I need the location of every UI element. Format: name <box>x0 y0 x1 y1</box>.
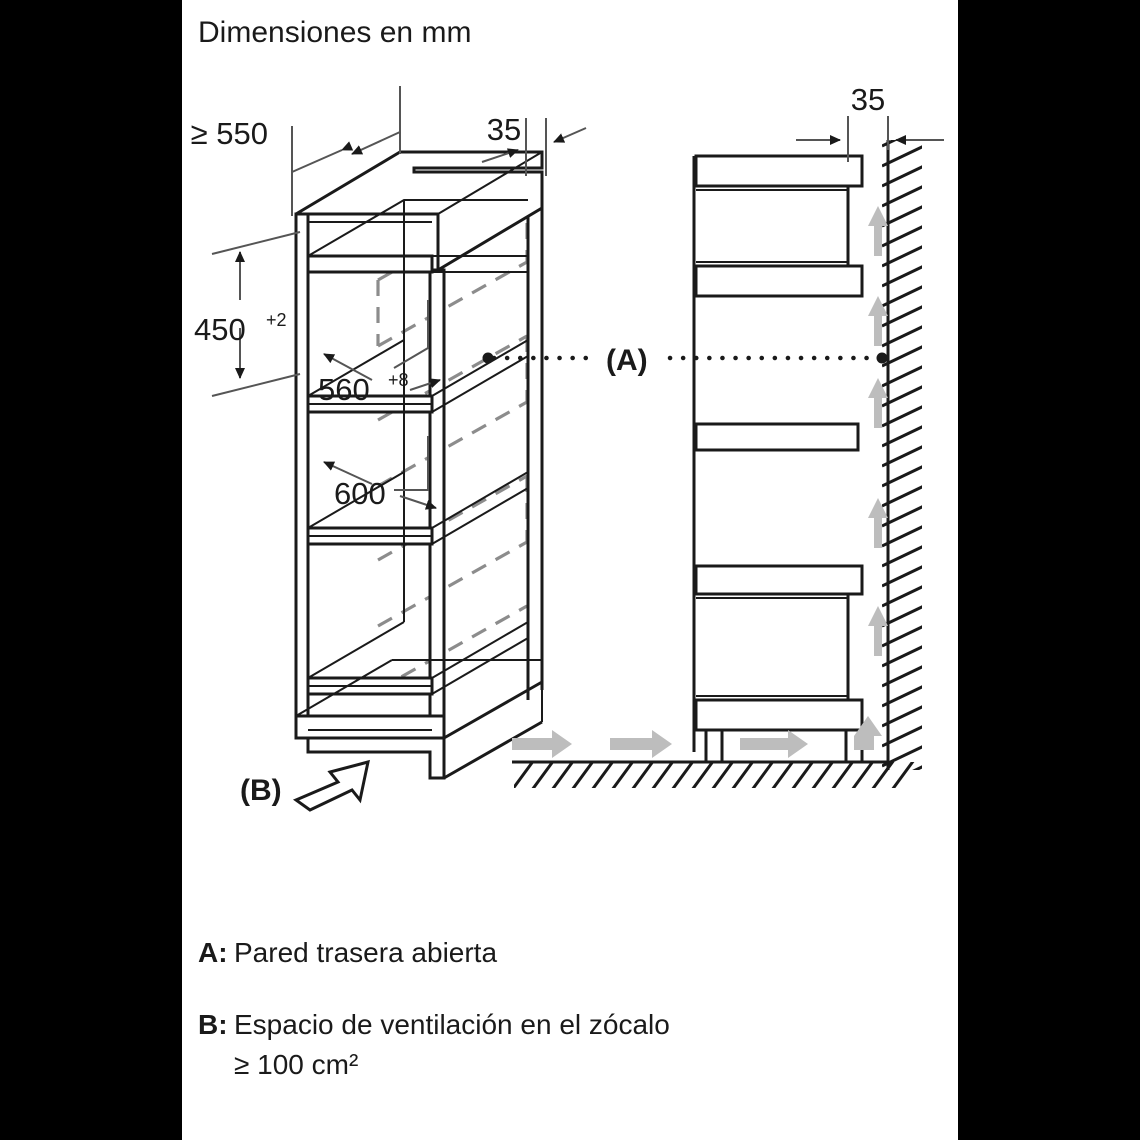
wall-hatching <box>882 140 922 770</box>
dimension-niche-width-560: 560 +8 <box>318 300 441 407</box>
drawing-sheet: Dimensiones en mm <box>182 0 958 1140</box>
airflow-arrow-up-icon <box>868 606 888 656</box>
airflow-arrows-vertical <box>868 206 888 656</box>
airflow-arrow-right-icon <box>512 730 572 758</box>
cross-section-middle-shelf <box>694 422 860 452</box>
cabinet-left-side-panel <box>294 212 310 718</box>
floor <box>512 760 915 788</box>
legend-b-key: B: <box>198 1009 228 1040</box>
legend-item-b: B: Espacio de ventilación en el zócalo ≥… <box>198 1009 670 1080</box>
airflow-arrow-up-icon <box>868 206 888 256</box>
callout-a-dot-left <box>482 352 494 364</box>
isometric-cabinet-view: ≥ 550 35 450 +2 <box>191 86 587 812</box>
dimension-top-gap-35: 35 <box>481 112 587 176</box>
legend-b-text: Espacio de ventilación en el zócalo <box>234 1009 670 1040</box>
dimension-560-tolerance: +8 <box>388 370 409 390</box>
airflow-arrows-horizontal <box>512 730 808 758</box>
dimension-35-top-label: 35 <box>487 112 521 147</box>
airflow-arrow-right-icon <box>740 730 808 758</box>
dimension-600-label: 600 <box>334 476 386 511</box>
floor-hatching <box>514 762 915 788</box>
dimension-depth-550: ≥ 550 <box>191 86 401 216</box>
dimension-35-wall-label: 35 <box>851 82 885 117</box>
airflow-arrow-turn-up <box>854 716 882 750</box>
cabinet-shelf-3 <box>306 471 529 546</box>
dimension-cabinet-width-600: 600 <box>323 436 437 511</box>
left-black-margin <box>0 0 182 1140</box>
cabinet-shelf-2 <box>306 339 529 414</box>
airflow-arrow-turn-stem <box>854 736 874 750</box>
airflow-arrow-up-icon <box>868 498 888 548</box>
dimension-niche-height-450: 450 +2 <box>194 231 301 397</box>
callout-b-arrow-icon <box>292 759 370 812</box>
legend-b-text-line2: ≥ 100 cm² <box>234 1049 358 1080</box>
dimension-550-label: ≥ 550 <box>191 116 268 151</box>
cabinet-plinth-base <box>294 659 543 780</box>
legend-a-key: A: <box>198 937 228 968</box>
callout-a-label: (A) <box>606 344 648 377</box>
cabinet-shelf-1 <box>306 254 528 274</box>
right-black-margin <box>958 0 1140 1140</box>
airflow-arrow-right-icon <box>610 730 672 758</box>
legend-a-text: Pared trasera abierta <box>234 937 497 968</box>
callout-b: (B) <box>240 759 370 812</box>
cabinet-top-panel <box>294 150 544 272</box>
wall <box>882 140 922 770</box>
callout-a-dot-right <box>876 352 888 364</box>
airflow-arrow-up-icon <box>868 378 888 428</box>
cross-section-bottom-cabinet <box>694 564 864 732</box>
airflow-arrow-up-icon <box>868 296 888 346</box>
callout-a-connector: (A) <box>482 344 888 377</box>
dimension-450-label: 450 <box>194 312 246 347</box>
cross-section-side-view: 35 <box>512 82 944 788</box>
dimension-450-tolerance: +2 <box>266 310 287 330</box>
legend-item-a: A: Pared trasera abierta <box>198 937 497 968</box>
dimension-560-label: 560 <box>318 372 370 407</box>
cross-section-top-cabinet <box>694 154 864 298</box>
callout-b-label: (B) <box>240 774 282 807</box>
page-title: Dimensiones en mm <box>198 16 471 49</box>
legend: A: Pared trasera abierta B: Espacio de v… <box>198 937 670 1080</box>
dimension-wall-gap-35: 35 <box>796 82 944 162</box>
